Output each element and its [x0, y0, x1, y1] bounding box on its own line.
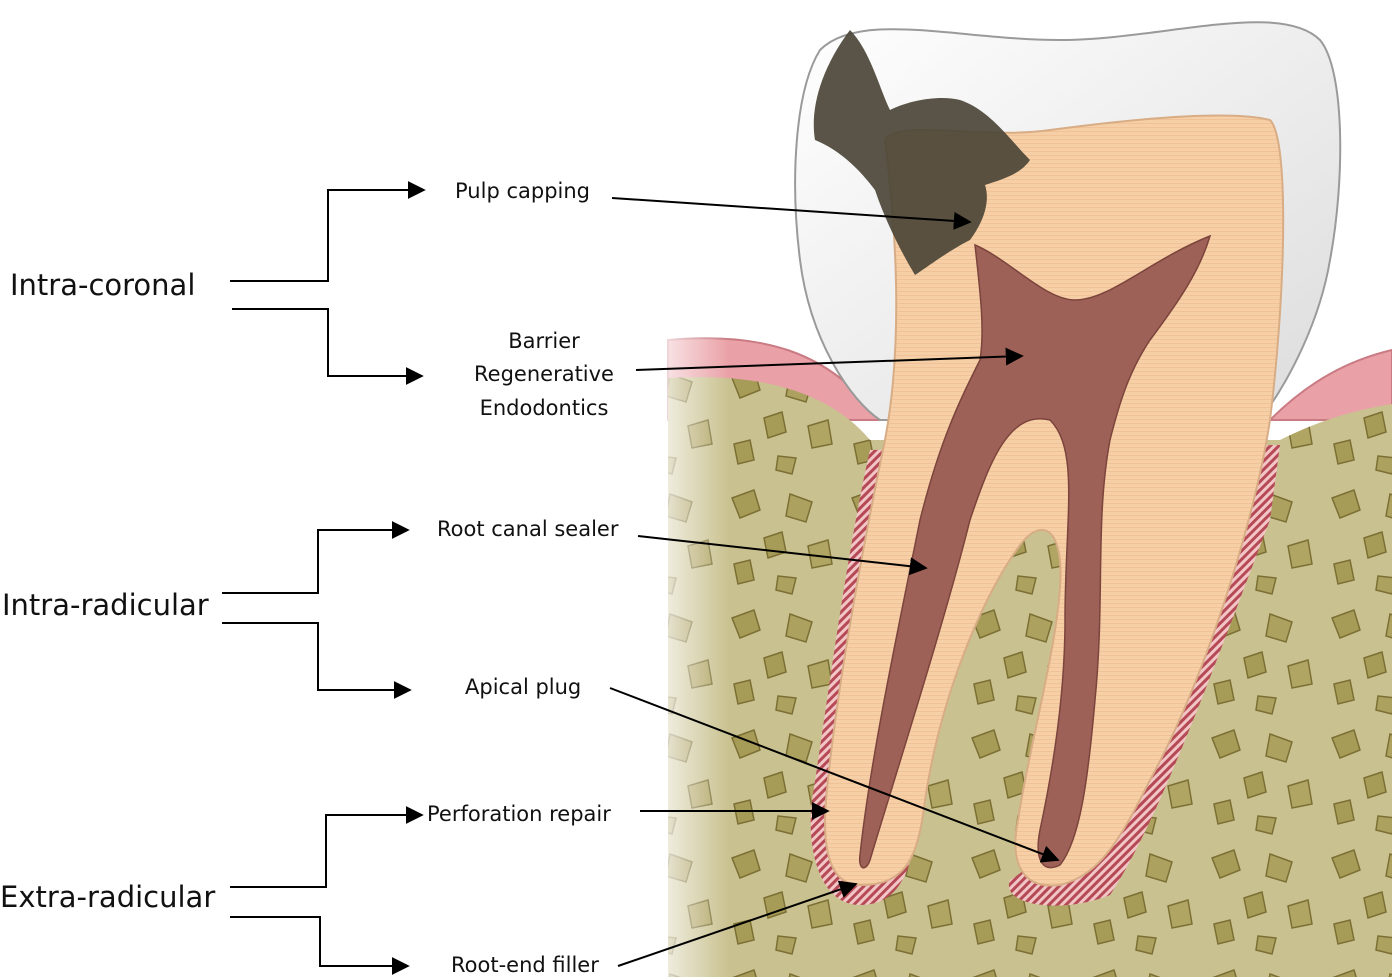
connector-intra-radicular-lower — [222, 622, 412, 699]
category-intra-radicular: Intra-radicular — [2, 588, 209, 622]
category-intra-coronal: Intra-coronal — [10, 268, 195, 302]
label-regenerative: Regenerative — [474, 362, 614, 386]
label-barrier: Barrier — [508, 329, 580, 353]
caries-lesion — [813, 30, 1030, 275]
pointer-root-end-filler — [617, 880, 858, 967]
pointer-apical-plug — [609, 687, 1060, 863]
label-apical-plug: Apical plug — [465, 675, 581, 699]
connector-intra-radicular-upper — [222, 521, 410, 594]
connector-intra-coronal-lower — [232, 308, 424, 385]
illustration-fade — [640, 0, 730, 977]
pulp — [858, 234, 1212, 869]
connector-extra-radicular-upper — [230, 806, 424, 888]
label-endodontics: Endodontics — [480, 396, 609, 420]
pointer-barrier — [635, 347, 1024, 371]
label-pulp-capping: Pulp capping — [455, 179, 590, 203]
pointer-root-canal-sealer — [637, 535, 928, 576]
connector-extra-radicular-lower — [230, 916, 410, 975]
connector-intra-coronal-upper — [230, 181, 426, 282]
label-perforation-repair: Perforation repair — [427, 802, 611, 826]
label-root-end-filler: Root-end filler — [451, 953, 599, 977]
label-root-canal-sealer: Root canal sealer — [437, 517, 619, 541]
category-extra-radicular: Extra-radicular — [0, 880, 215, 914]
pointer-pulp-capping — [611, 197, 972, 230]
